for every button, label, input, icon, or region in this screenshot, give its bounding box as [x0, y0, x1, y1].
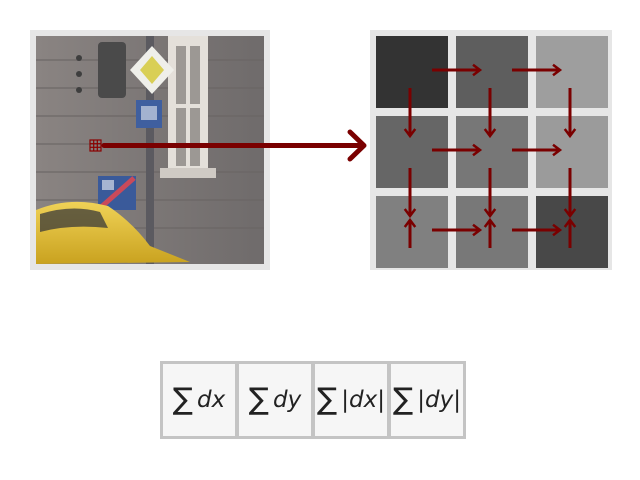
- descriptor-term: |dy|: [417, 387, 461, 413]
- sum-symbol: ∑: [248, 382, 269, 417]
- sum-symbol: ∑: [393, 382, 414, 417]
- sum-symbol: ∑: [172, 382, 193, 417]
- sum-symbol: ∑: [317, 382, 338, 417]
- sample-image-frame: [30, 30, 270, 270]
- descriptor-term: dy: [273, 387, 302, 413]
- descriptor-cell: ∑dx: [163, 364, 235, 436]
- descriptor-term: dx: [197, 387, 226, 413]
- gradient-grid-frame: [370, 30, 612, 270]
- descriptor-cell: ∑|dy|: [391, 364, 463, 436]
- descriptor-cell: ∑dy: [239, 364, 311, 436]
- descriptor-cell: ∑|dx|: [315, 364, 387, 436]
- descriptor-term: |dx|: [341, 387, 385, 413]
- descriptor-vector: ∑dx∑dy∑|dx|∑|dy|: [160, 361, 466, 439]
